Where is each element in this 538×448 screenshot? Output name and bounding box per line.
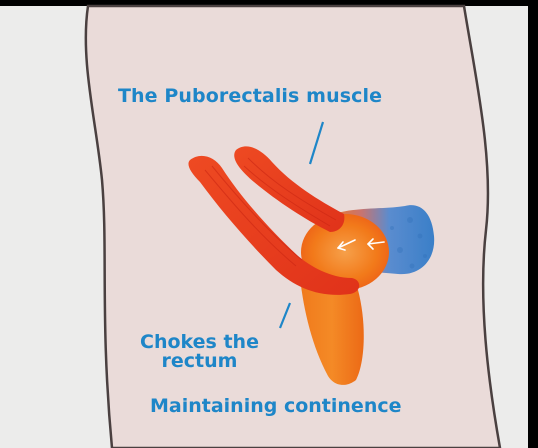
right-edge — [528, 0, 538, 448]
muscle-name-label: The Puborectalis muscle — [118, 85, 382, 107]
result-label: Maintaining continence — [150, 395, 402, 417]
action-label-line2: rectum — [140, 352, 259, 371]
body-outline — [86, 6, 500, 448]
action-label: Chokes the rectum — [140, 333, 259, 371]
